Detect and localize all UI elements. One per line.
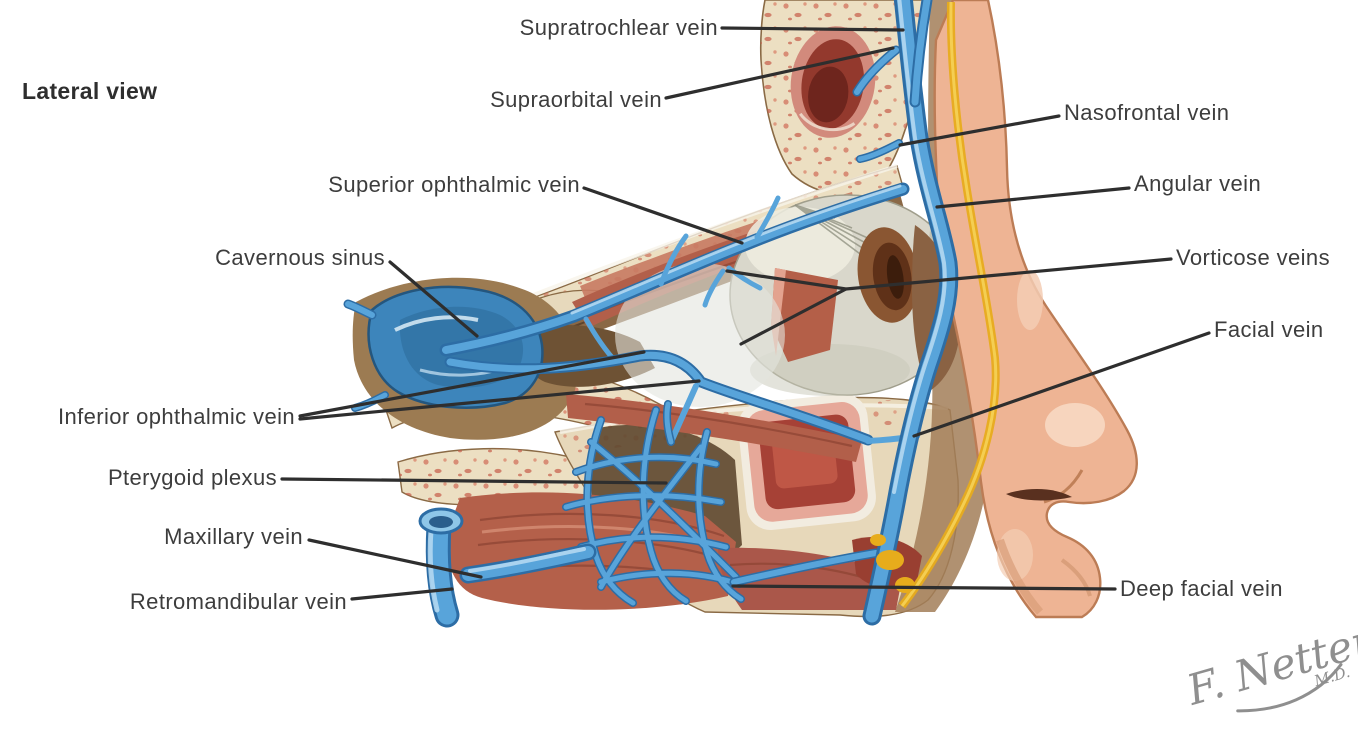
choroid-wedge [771, 268, 838, 362]
inferior-rectus-muscle [566, 394, 862, 462]
label-nasofrontal-vein: Nasofrontal vein [1064, 100, 1230, 125]
deep-facial-vein-shape [729, 548, 881, 587]
label-supratrochlear-vein: Supratrochlear vein [519, 15, 718, 40]
retromandibular-vein-shape [418, 507, 464, 628]
cornea-iris [857, 227, 919, 323]
label-cavernous-sinus: Cavernous sinus [215, 245, 385, 270]
label-inferior-ophthalmic-vein: Inferior ophthalmic vein [57, 404, 295, 429]
label-supraorbital-vein: Supraorbital vein [490, 87, 662, 112]
nose-skin-profile [933, 0, 1138, 619]
pterygoid-plexus-shape [562, 400, 745, 607]
angular-facial-vein-trunk [852, 0, 959, 626]
veins [343, 0, 959, 628]
label-deep-facial-vein: Deep facial vein [1120, 576, 1283, 601]
nostril [1006, 488, 1072, 501]
label-maxillary-vein: Maxillary vein [164, 524, 303, 549]
label-superior-ophthalmic-vein: Superior ophthalmic vein [328, 172, 580, 197]
label-angular-vein: Angular vein [1134, 171, 1262, 196]
label-pterygoid-plexus: Pterygoid plexus [107, 465, 277, 490]
orbital-fat [615, 263, 785, 407]
label-facial-vein: Facial vein [1214, 317, 1324, 342]
view-title: Lateral view [22, 78, 158, 104]
frontal-sinus [790, 26, 876, 138]
signature-name: F. Netter [1181, 615, 1358, 715]
leader-lines [280, 26, 1211, 601]
netter-signature: F. Netter M.D. [1181, 615, 1358, 715]
label-vorticose-veins: Vorticose veins [1176, 245, 1330, 270]
fat-band [870, 1, 1000, 609]
eyeball [729, 194, 965, 396]
maxillary-vein-shape [459, 543, 597, 584]
label-retromandibular-vein: Retromandibular vein [129, 589, 347, 614]
